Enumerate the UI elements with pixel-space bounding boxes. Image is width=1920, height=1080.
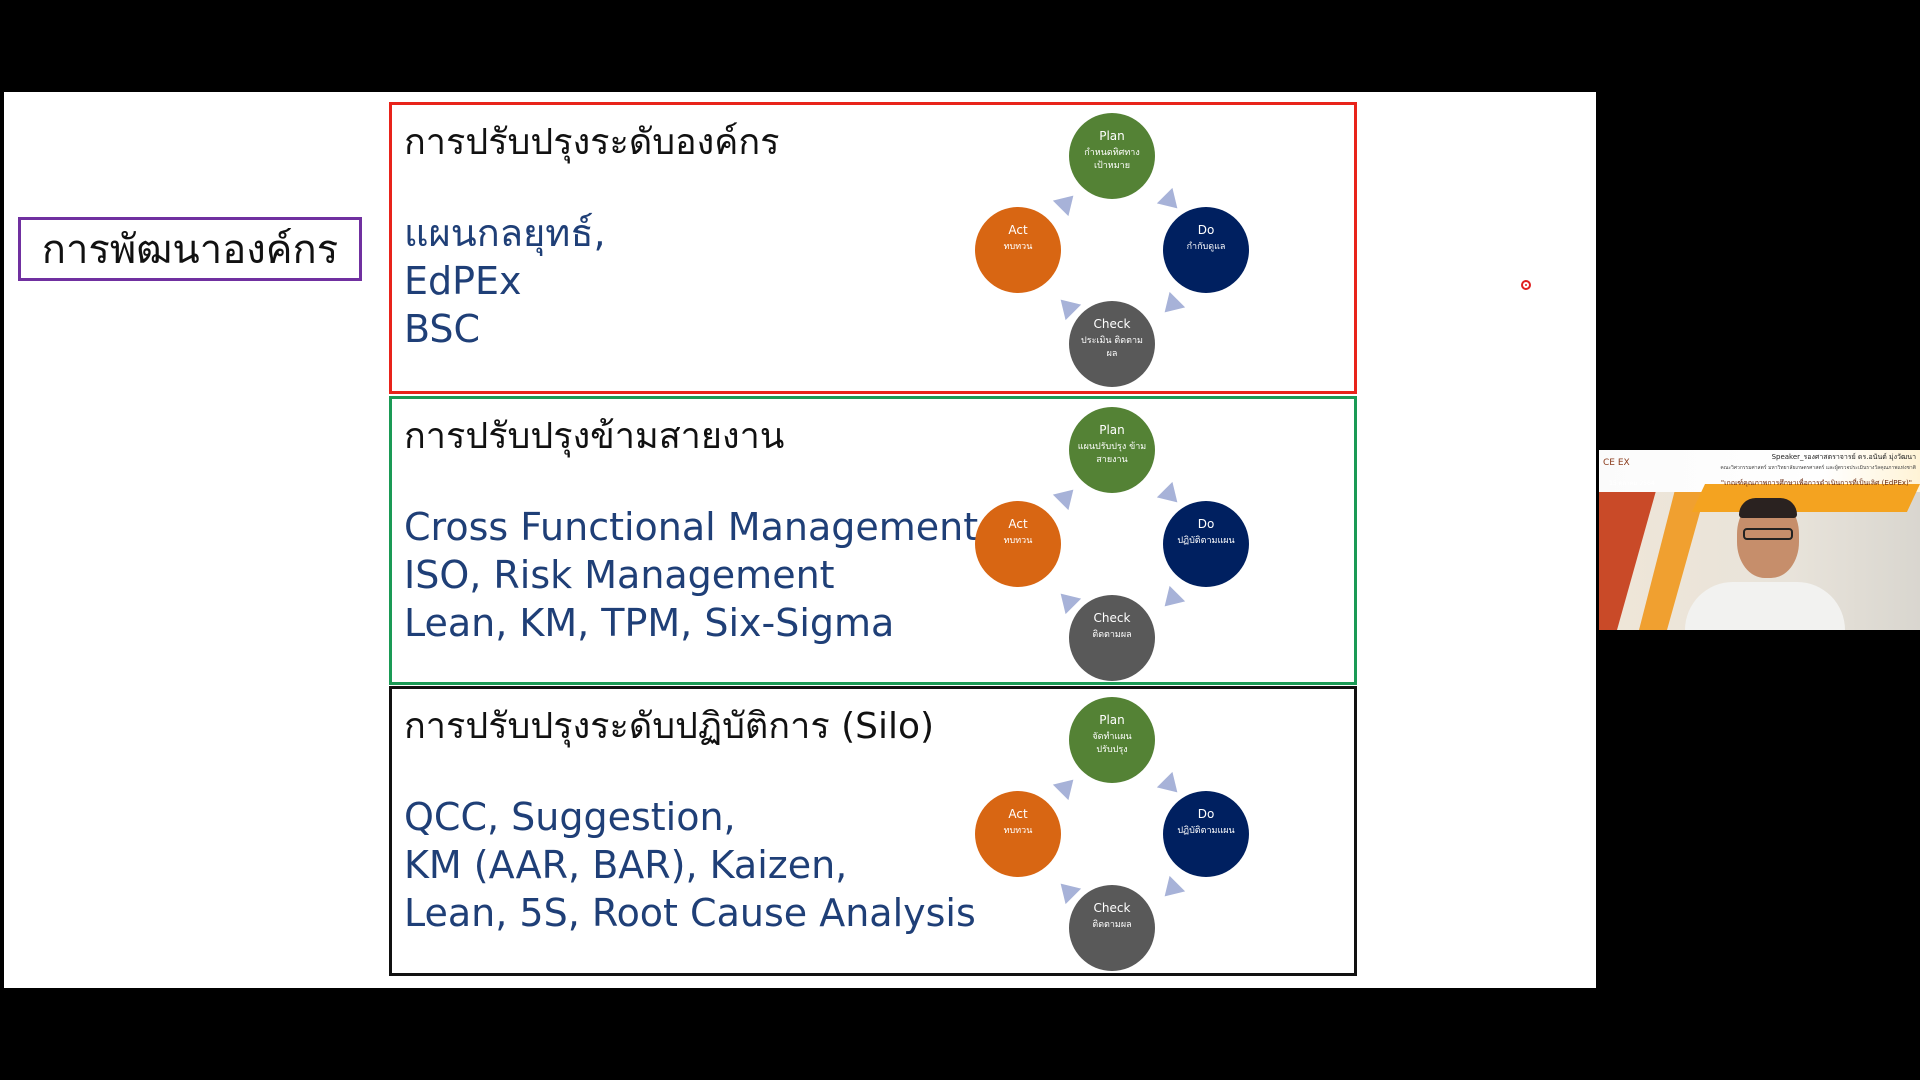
webcam-speaker-name: Speaker_รองศาสตราจารย์ ดร.อนันต์ มุ่งวัฒ…: [1771, 453, 1916, 461]
pdca-plan-label: Plan: [1099, 713, 1125, 727]
pdca-check-label: Check: [1093, 611, 1131, 625]
panel-title: การปรับปรุงระดับองค์กร: [404, 122, 780, 163]
cycle-arrow-icon: [1156, 291, 1186, 321]
cycle-arrow-icon: [1156, 187, 1186, 217]
pdca-plan-circle: Plan จัดทำแผน ปรับปรุง: [1069, 697, 1155, 783]
panel-item: แผนกลยุทธ์,: [404, 211, 606, 255]
panel-item-list: แผนกลยุทธ์, EdPEx BSC: [404, 209, 606, 353]
pdca-plan-label: Plan: [1099, 129, 1125, 143]
panel-item: Lean, 5S, Root Cause Analysis: [404, 891, 976, 935]
pdca-act-label: Act: [1008, 807, 1028, 821]
pdca-do-circle: Do ปฏิบัติตามแผน: [1163, 791, 1249, 877]
pdca-check-sub: ประเมิน ติดตามผล: [1081, 336, 1143, 359]
speaker-avatar: [1685, 498, 1845, 630]
cycle-arrow-icon: [1052, 481, 1082, 511]
pdca-do-sub: ปฏิบัติตามแผน: [1177, 826, 1235, 836]
panel-item: QCC, Suggestion,: [404, 795, 736, 839]
panel-item: EdPEx: [404, 259, 522, 303]
pdca-check-circle: Check ติดตามผล: [1069, 595, 1155, 681]
panel-operational-silo: การปรับปรุงระดับปฏิบัติการ (Silo) QCC, S…: [389, 686, 1357, 976]
cycle-arrow-icon: [1156, 481, 1186, 511]
panel-item: Lean, KM, TPM, Six-Sigma: [404, 601, 895, 645]
pdca-act-circle: Act ทบทวน: [975, 791, 1061, 877]
pdca-cycle: Plan กำหนดทิศทาง เป้าหมาย Do กำกับดูแล C…: [962, 111, 1282, 391]
panel-item-list: Cross Functional Management, ISO, Risk M…: [404, 503, 990, 647]
panel-item-list: QCC, Suggestion, KM (AAR, BAR), Kaizen, …: [404, 793, 976, 937]
webcam-speaker-affiliation: คณะวิศวกรรมศาสตร์ มหาวิทยาลัยเกษตรศาสตร์…: [1720, 465, 1916, 471]
pdca-act-label: Act: [1008, 517, 1028, 531]
cycle-arrow-icon: [1156, 875, 1186, 905]
pdca-plan-circle: Plan แผนปรับปรุง ข้ามสายงาน: [1069, 407, 1155, 493]
pdca-act-sub: ทบทวน: [1003, 826, 1033, 836]
pdca-do-sub: ปฏิบัติตามแผน: [1177, 536, 1235, 546]
pdca-plan-sub: จัดทำแผน ปรับปรุง: [1092, 732, 1132, 755]
pdca-cycle: Plan จัดทำแผน ปรับปรุง Do ปฏิบัติตามแผน …: [962, 695, 1282, 975]
panel-title: การปรับปรุงข้ามสายงาน: [404, 416, 785, 457]
panel-title: การปรับปรุงระดับปฏิบัติการ (Silo): [404, 706, 935, 747]
cycle-arrow-icon: [1052, 187, 1082, 217]
pdca-plan-sub: แผนปรับปรุง ข้ามสายงาน: [1077, 442, 1147, 465]
pdca-act-sub: ทบทวน: [1003, 536, 1033, 546]
panel-item: BSC: [404, 307, 481, 351]
speaker-glasses: [1743, 528, 1793, 540]
pdca-act-sub: ทบทวน: [1003, 242, 1033, 252]
webcam-date: 15 ตุลาคม 2564: [1609, 480, 1655, 487]
pdca-do-circle: Do กำกับดูแล: [1163, 207, 1249, 293]
pdca-check-label: Check: [1093, 317, 1131, 331]
pdca-check-label: Check: [1093, 901, 1131, 915]
panel-item: ISO, Risk Management: [404, 553, 835, 597]
pdca-do-label: Do: [1197, 517, 1215, 531]
cycle-arrow-icon: [1156, 585, 1186, 615]
pdca-do-label: Do: [1197, 223, 1215, 237]
panel-item: KM (AAR, BAR), Kaizen,: [404, 843, 848, 887]
panel-item: Cross Functional Management,: [404, 505, 991, 549]
pdca-do-label: Do: [1197, 807, 1215, 821]
cycle-arrow-icon: [1156, 771, 1186, 801]
speaker-hair: [1739, 498, 1797, 518]
webcam-tagline: "เกณฑ์คุณภาพการศึกษาเพื่อการดำเนินการที่…: [1720, 479, 1912, 487]
pdca-act-circle: Act ทบทวน: [975, 501, 1061, 587]
pdca-check-sub: ติดตามผล: [1092, 920, 1132, 930]
pdca-plan-sub: กำหนดทิศทาง เป้าหมาย: [1084, 148, 1140, 171]
pdca-cycle: Plan แผนปรับปรุง ข้ามสายงาน Do ปฏิบัติตา…: [962, 405, 1282, 685]
presentation-slide: การพัฒนาองค์กร การปรับปรุงระดับองค์กร แผ…: [4, 92, 1596, 988]
panel-cross-functional: การปรับปรุงข้ามสายงาน Cross Functional M…: [389, 396, 1357, 685]
pdca-plan-circle: Plan กำหนดทิศทาง เป้าหมาย: [1069, 113, 1155, 199]
pdca-check-circle: Check ประเมิน ติดตามผล: [1069, 301, 1155, 387]
pdca-check-circle: Check ติดตามผล: [1069, 885, 1155, 971]
panel-organization-level: การปรับปรุงระดับองค์กร แผนกลยุทธ์, EdPEx…: [389, 102, 1357, 394]
pdca-do-circle: Do ปฏิบัติตามแผน: [1163, 501, 1249, 587]
cycle-arrow-icon: [1052, 771, 1082, 801]
slide-main-title: การพัฒนาองค์กร: [18, 217, 362, 281]
speaker-shirt: [1685, 582, 1845, 630]
laser-pointer-icon: [1521, 280, 1531, 290]
webcam-logo-text: CE EX: [1603, 458, 1630, 468]
pdca-act-circle: Act ทบทวน: [975, 207, 1061, 293]
pdca-plan-label: Plan: [1099, 423, 1125, 437]
pdca-do-sub: กำกับดูแล: [1186, 242, 1226, 252]
speaker-webcam-video[interactable]: CE EX Speaker_รองศาสตราจารย์ ดร.อนันต์ ม…: [1599, 450, 1920, 630]
pdca-check-sub: ติดตามผล: [1092, 630, 1132, 640]
pdca-act-label: Act: [1008, 223, 1028, 237]
